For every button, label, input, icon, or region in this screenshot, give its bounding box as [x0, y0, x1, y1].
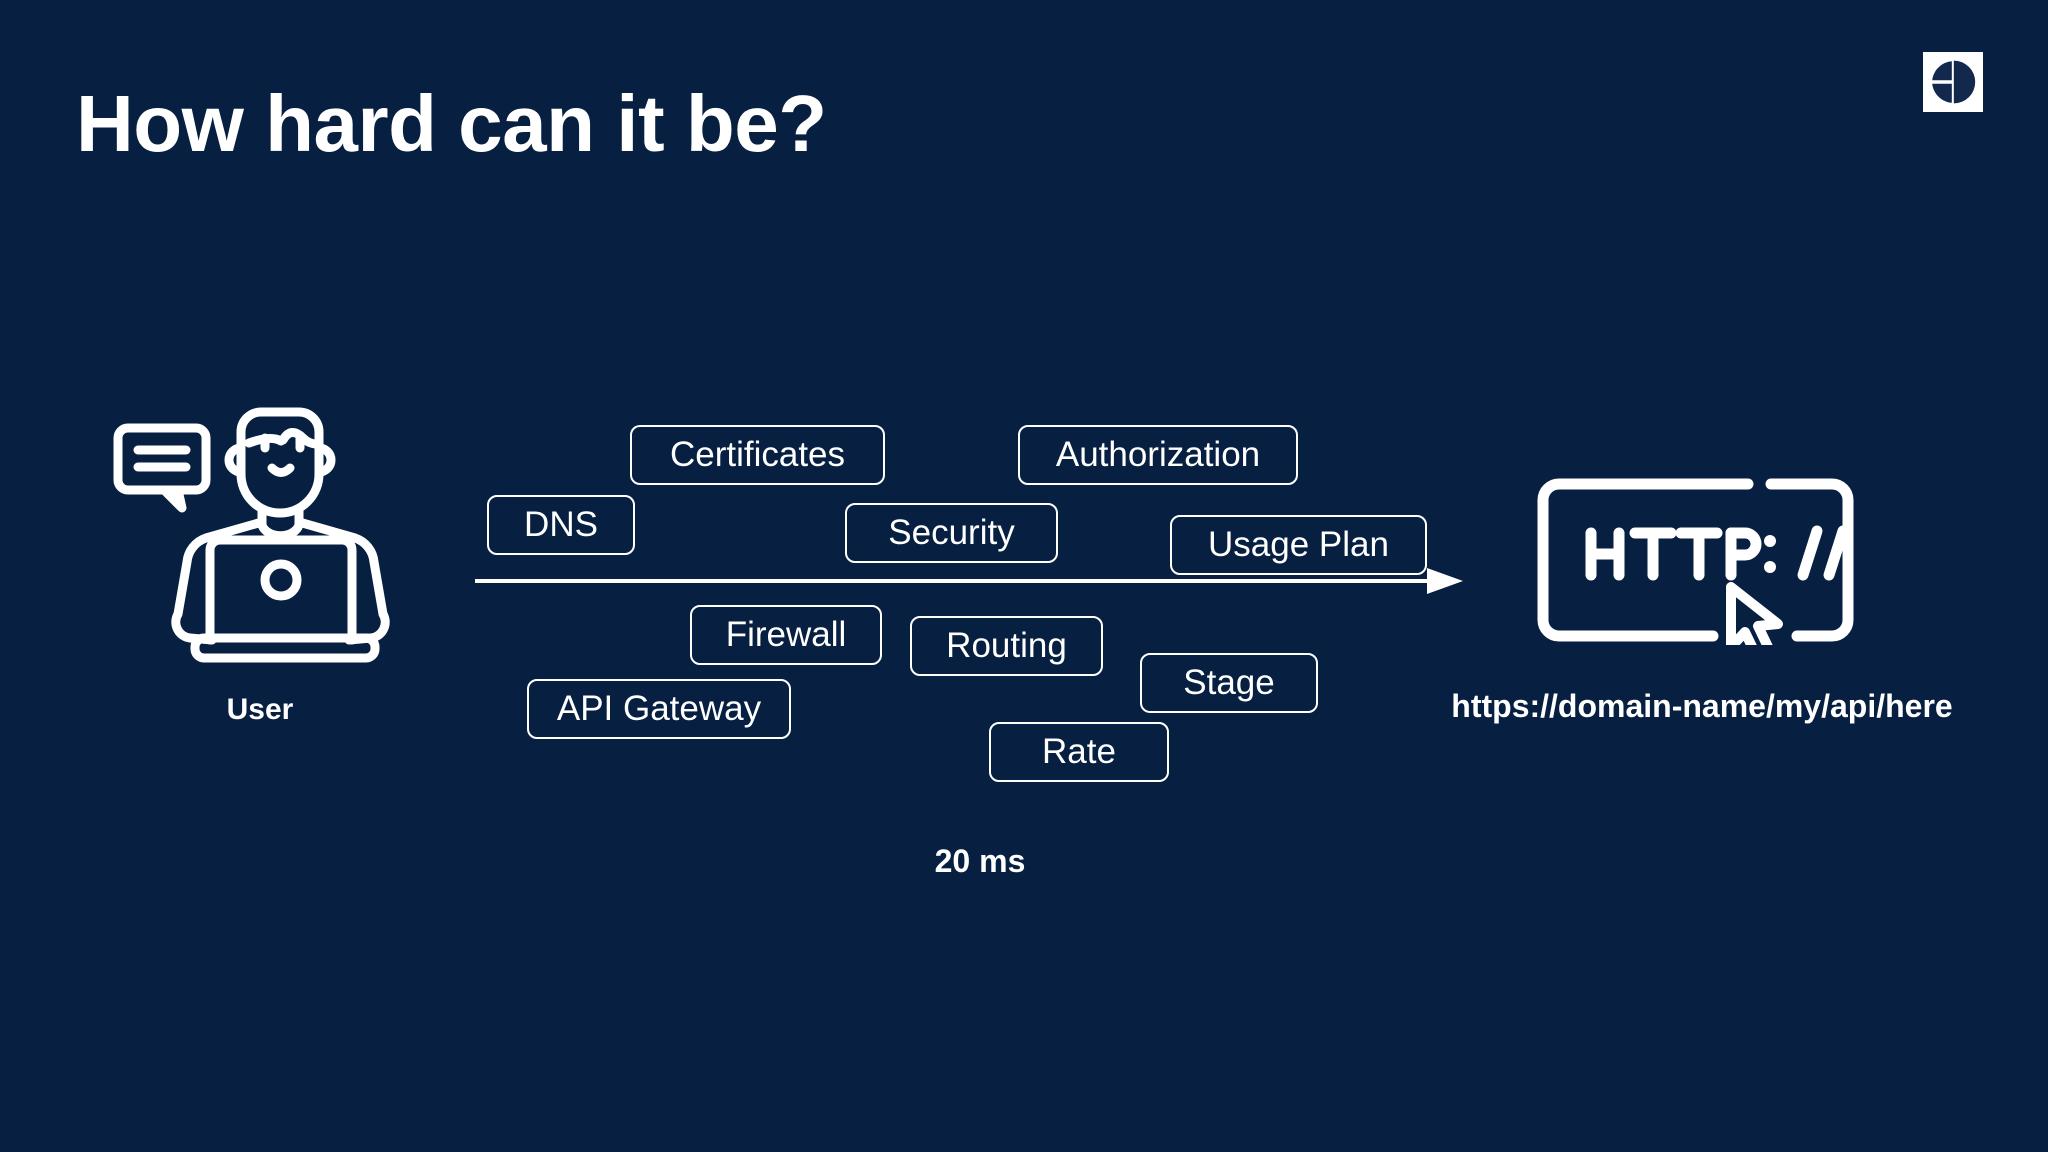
flow-box-label: DNS: [524, 505, 598, 544]
flow-box-rate[interactable]: Rate: [989, 722, 1169, 782]
flow-box-label: Routing: [946, 626, 1067, 665]
flow-box-firewall[interactable]: Firewall: [690, 605, 882, 665]
endpoint-url: https://domain-name/my/api/here: [1451, 688, 1953, 724]
page-title: How hard can it be?: [76, 79, 827, 168]
flow-box-usage-plan[interactable]: Usage Plan: [1170, 515, 1427, 575]
flow-box-stage[interactable]: Stage: [1140, 653, 1318, 713]
flow-box-label: Security: [888, 513, 1015, 552]
flow-box-label: Certificates: [669, 435, 846, 474]
flow-box-security[interactable]: Security: [845, 503, 1058, 563]
flow-box-label: API Gateway: [556, 689, 762, 728]
flow-box-label: Usage Plan: [1208, 525, 1389, 564]
flow-box-certificates[interactable]: Certificates: [630, 425, 885, 485]
http-browser-bar-icon: [1535, 475, 1865, 660]
electrolux-logo: [1923, 52, 1983, 112]
flow-box-label: Authorization: [1055, 435, 1261, 474]
flow-box-api-gateway[interactable]: API Gateway: [527, 679, 791, 739]
flow-box-label: Firewall: [725, 615, 847, 654]
flow-box-routing[interactable]: Routing: [910, 616, 1103, 676]
user-label: User: [226, 693, 294, 726]
right-arrow-icon: [475, 563, 1465, 599]
latency-label: 20 ms: [934, 843, 1026, 879]
flow-box-authorization[interactable]: Authorization: [1018, 425, 1298, 485]
person-at-laptop-icon: [100, 350, 420, 680]
flow-box-dns[interactable]: DNS: [487, 495, 635, 555]
flow-box-label: Stage: [1183, 663, 1275, 702]
flow-box-label: Rate: [1042, 732, 1116, 771]
